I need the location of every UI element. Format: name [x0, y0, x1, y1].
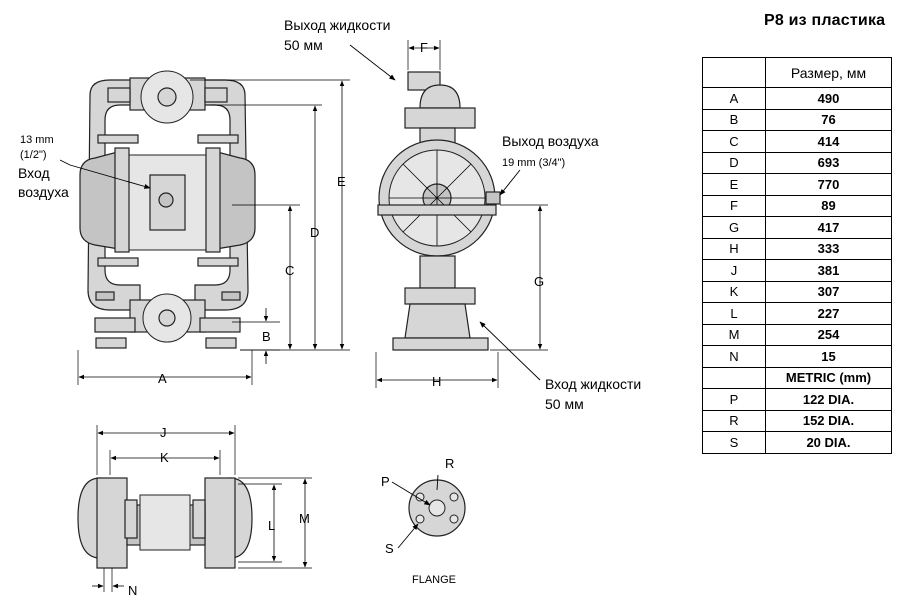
pump-dimension-drawing: Выход жидкости 50 мм Выход воздуха 19 mm… — [18, 17, 641, 598]
flange-view — [391, 474, 466, 549]
pump-front-view — [79, 70, 256, 349]
dimension-value-cell: 122 DIA. — [765, 388, 892, 411]
dim-letter-e: E — [337, 174, 346, 189]
dimension-value-cell: 417 — [765, 216, 892, 239]
dimension-letter-cell: M — [702, 323, 766, 346]
dimension-letter-cell: B — [702, 108, 766, 131]
dimension-letter-cell: E — [702, 173, 766, 196]
dimension-letter-cell: G — [702, 216, 766, 239]
fluid-inlet-label: Вход жидкости — [545, 376, 641, 392]
metric-empty-cell — [702, 366, 766, 389]
dimension-value-cell: 227 — [765, 302, 892, 325]
dimension-letter-cell: K — [702, 280, 766, 303]
dim-letter-f: F — [420, 40, 428, 55]
dim-letter-s: S — [385, 541, 394, 556]
front-dimensions — [59, 79, 350, 385]
fluid-outlet-label: Выход жидкости — [284, 17, 390, 33]
dim-letter-n: N — [128, 583, 137, 598]
dim-letter-d: D — [310, 225, 319, 240]
dim-letter-p: P — [381, 474, 390, 489]
dimension-value-cell: 693 — [765, 151, 892, 174]
diagram-title: P8 из пластика — [764, 12, 886, 29]
flange-caption: FLANGE — [412, 574, 456, 586]
dimension-value-cell: 490 — [765, 87, 892, 110]
air-inlet-label-line2: воздуха — [18, 184, 69, 200]
dimension-value-cell: 89 — [765, 194, 892, 217]
table-header-size: Размер, мм — [765, 57, 892, 88]
dimension-value-cell: 152 DIA. — [765, 409, 892, 432]
top-dimensions — [92, 425, 312, 592]
side-dimensions — [349, 40, 548, 388]
dim-letter-l: L — [268, 518, 275, 533]
air-outlet-label: Выход воздуха — [502, 133, 599, 149]
pump-top-view — [77, 477, 253, 569]
air-inlet-size-inch-label: (1/2") — [20, 149, 47, 161]
table-header-empty-cell — [702, 57, 766, 88]
dim-letter-j: J — [160, 425, 167, 440]
dim-letter-k: K — [160, 450, 169, 465]
table-header-row: Размер, мм — [702, 57, 892, 88]
air-inlet-label: Вход — [18, 165, 50, 181]
air-outlet-size-label: 19 mm (3/4") — [502, 157, 565, 169]
dimension-letter-cell: J — [702, 259, 766, 282]
dimension-letter-cell: H — [702, 237, 766, 260]
dimension-letter-cell: N — [702, 345, 766, 368]
dim-letter-h: H — [432, 374, 441, 389]
dim-letter-a: A — [158, 371, 167, 386]
dimension-letter-cell: D — [702, 151, 766, 174]
metric-units-label: METRIC (mm) — [765, 366, 892, 389]
dimension-value-cell: 254 — [765, 323, 892, 346]
fluid-inlet-size-label: 50 мм — [545, 396, 584, 412]
dimension-letter-cell: P — [702, 388, 766, 411]
dimension-letter-cell: S — [702, 431, 766, 454]
dimension-letter-cell: C — [702, 130, 766, 153]
dimension-value-cell: 333 — [765, 237, 892, 260]
dimension-letter-cell: F — [702, 194, 766, 217]
dim-letter-m: M — [299, 511, 310, 526]
dimension-value-cell: 414 — [765, 130, 892, 153]
dimension-value-cell: 76 — [765, 108, 892, 131]
dimension-value-cell: 307 — [765, 280, 892, 303]
dim-letter-b: B — [262, 329, 271, 344]
table-metric-row: METRIC (mm) — [702, 366, 892, 389]
dimension-letter-cell: R — [702, 409, 766, 432]
dimension-value-cell: 381 — [765, 259, 892, 282]
dimension-value-cell: 20 DIA. — [765, 431, 892, 454]
dimension-value-cell: 15 — [765, 345, 892, 368]
dimension-letter-cell: L — [702, 302, 766, 325]
dim-letter-g: G — [534, 274, 544, 289]
dim-letter-r: R — [445, 456, 454, 471]
dimension-letter-cell: A — [702, 87, 766, 110]
pump-side-view — [377, 71, 501, 351]
dim-letter-c: C — [285, 263, 294, 278]
air-inlet-size-label: 13 mm — [20, 134, 54, 146]
dimension-value-cell: 770 — [765, 173, 892, 196]
fluid-outlet-size-label: 50 мм — [284, 37, 323, 53]
